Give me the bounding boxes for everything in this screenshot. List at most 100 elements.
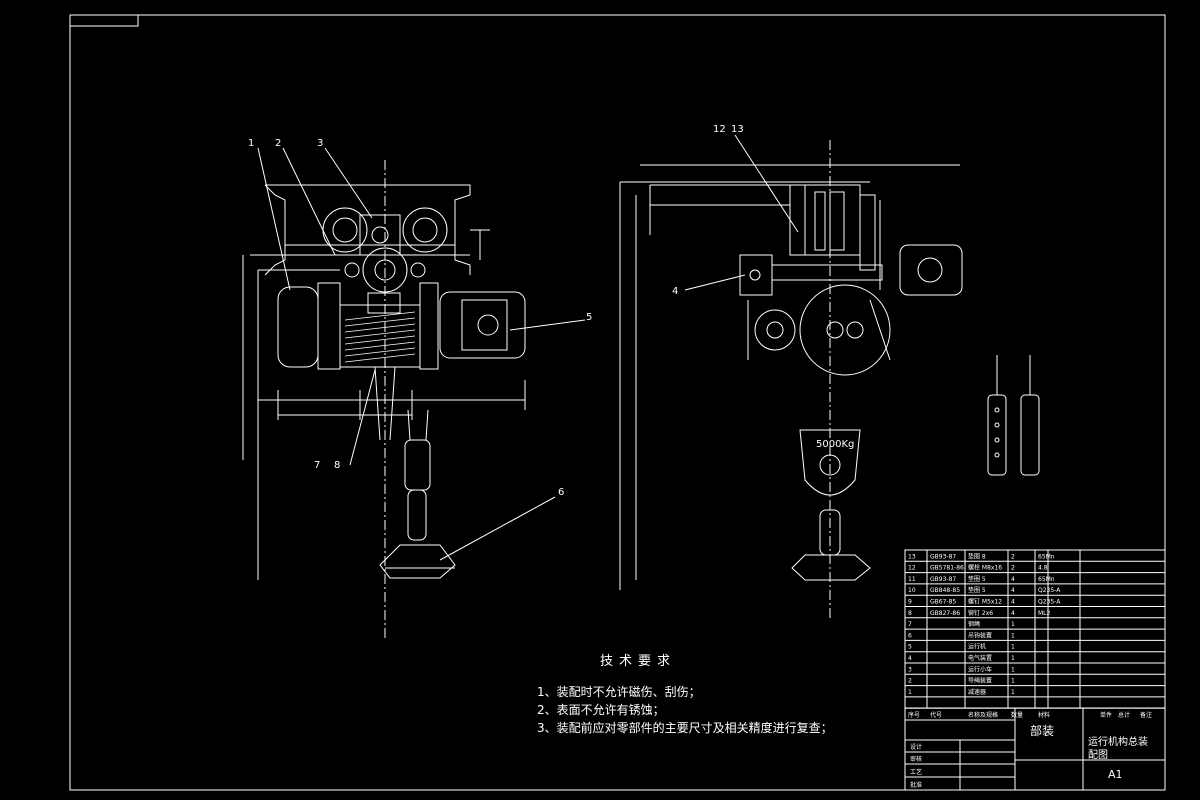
bom-cell: 4: [1011, 610, 1015, 617]
bom-cell: 1: [908, 689, 912, 696]
pendant-controls: [987, 355, 1040, 476]
bom-cell: 3: [908, 666, 912, 673]
bom-cell: 65Mn: [1038, 553, 1055, 560]
bom-header-cell: 材料: [1038, 711, 1050, 719]
bom-cell: 电气装置: [968, 654, 992, 662]
bom-cell: GB848-85: [930, 587, 960, 594]
trolley-wheel-right: [402, 207, 448, 253]
svg-text:1: 1: [248, 138, 254, 149]
side-motor: [899, 244, 963, 296]
outer-frame: [69, 14, 1166, 791]
bom-cell: 2: [1011, 553, 1015, 560]
bom-cell: 8: [908, 610, 912, 617]
corner-tag-box: [69, 14, 139, 27]
svg-text:4: 4: [672, 286, 678, 297]
svg-text:配图: 配图: [1088, 749, 1108, 761]
title-block-text: 部装 运行机构总装 配图 A1 设计 审核 工艺 批准: [910, 723, 1148, 789]
svg-text:工艺: 工艺: [910, 768, 922, 776]
svg-text:运行机构总装: 运行机构总装: [1088, 735, 1148, 748]
bom-cell: 导绳装置: [968, 677, 992, 685]
svg-text:8: 8: [334, 460, 340, 471]
bom-cell: 65Mn: [1038, 576, 1055, 583]
bom-cell: 6: [908, 632, 912, 639]
svg-text:设计: 设计: [910, 743, 922, 751]
svg-text:5000Kg: 5000Kg: [816, 439, 854, 450]
svg-text:1、装配时不允许磁伤、刮伤；: 1、装配时不允许磁伤、刮伤；: [537, 684, 701, 699]
bom-cell: 螺栓 M8x16: [968, 564, 1002, 572]
bom-cell: GB827-86: [930, 610, 960, 617]
bom-cell: 4: [1011, 599, 1015, 606]
bom-cell: 1: [1011, 621, 1015, 628]
svg-text:12: 12: [713, 124, 726, 135]
bom-cell: 7: [908, 621, 912, 628]
bom-cell: 11: [908, 576, 916, 583]
bom-cell: 9: [908, 599, 912, 606]
svg-text:2、表面不允许有锈蚀；: 2、表面不允许有锈蚀；: [537, 702, 665, 717]
bom-cell: 垫圈 5: [968, 575, 986, 583]
technical-requirements: 技术要求 1、装配时不允许磁伤、刮伤； 2、表面不允许有锈蚀； 3、装配前应对零…: [537, 654, 833, 735]
svg-text:2: 2: [275, 138, 281, 149]
bom-cell: 2: [908, 678, 912, 685]
bom-cell: 吊钩装置: [968, 631, 992, 639]
bom-cell: 5: [908, 644, 912, 651]
side-gear-large: [799, 284, 891, 376]
svg-text:A1: A1: [1108, 768, 1123, 781]
bom-cell: 4: [1011, 576, 1015, 583]
bom-cell: 运行机: [968, 643, 986, 651]
bom-header-cell: 备注: [1140, 711, 1152, 719]
svg-text:3: 3: [317, 138, 323, 149]
bom-header-cell: 单件: [1100, 711, 1112, 719]
title-block: [904, 707, 1166, 791]
bom-cell: 减速器: [968, 688, 986, 696]
bom-header-cell: 名称及规格: [968, 711, 998, 719]
bom-cell: 1: [1011, 689, 1015, 696]
bom-header-cell: 数量: [1011, 711, 1023, 719]
svg-text:7: 7: [314, 460, 320, 471]
bom-cell: GB5781-86: [930, 565, 964, 572]
side-view: [619, 134, 963, 620]
hoist-motor: [439, 291, 526, 359]
front-view: [242, 147, 586, 640]
bom-cell: GB93-87: [930, 576, 956, 583]
bom-table: [904, 549, 1166, 709]
bom-header-cell: 总计: [1118, 711, 1130, 719]
bom-cell: Q235-A: [1038, 587, 1061, 594]
bom-cell: 1: [1011, 655, 1015, 662]
svg-text:技术要求: 技术要求: [600, 654, 676, 669]
bom-cell: 10: [908, 587, 916, 594]
bom-cell: 4: [908, 655, 912, 662]
bom-cell: GB93-87: [930, 553, 956, 560]
bom-cell: 4: [1011, 587, 1015, 594]
bom-cell: 铆钉 2x6: [968, 609, 993, 617]
part-labels: 1 2 3 4 5 6 7 8 12 13 5000Kg: [248, 124, 854, 498]
bom-cell: 1: [1011, 644, 1015, 651]
drive-gear: [362, 247, 408, 293]
bom-cell: 1: [1011, 678, 1015, 685]
svg-text:审核: 审核: [910, 755, 922, 763]
bom-cell: 1: [1011, 666, 1015, 673]
bom-header-cell: 代号: [930, 711, 942, 719]
svg-text:13: 13: [731, 124, 744, 135]
bom-cell: 1: [1011, 632, 1015, 639]
side-trolley-frame: [804, 184, 861, 256]
reducer-body: [277, 286, 319, 368]
bom-header-cell: 序号: [908, 711, 920, 719]
bom-cell: ML2: [1038, 610, 1051, 617]
svg-text:5: 5: [586, 312, 592, 323]
svg-text:3、装配前应对零部件的主要尺寸及相关精度进行复查；: 3、装配前应对零部件的主要尺寸及相关精度进行复查；: [537, 720, 833, 735]
bom-cell: 钢绳: [968, 620, 980, 628]
svg-text:批准: 批准: [910, 781, 922, 789]
bom-cell: 13: [908, 553, 916, 560]
bom-cell: 2: [1011, 565, 1015, 572]
hook-block: [404, 439, 431, 491]
bom-cell: 垫圈 8: [968, 552, 986, 560]
bom-cell: 4.8: [1038, 565, 1048, 572]
bom-cell: 12: [908, 565, 916, 572]
bom-cell: 运行小车: [968, 665, 992, 673]
bom-cell: 垫圈 5: [968, 586, 986, 594]
svg-text:部装: 部装: [1030, 723, 1054, 738]
bom-cell: 螺钉 M5x12: [968, 598, 1002, 606]
bom-cell: GB67-85: [930, 599, 956, 606]
